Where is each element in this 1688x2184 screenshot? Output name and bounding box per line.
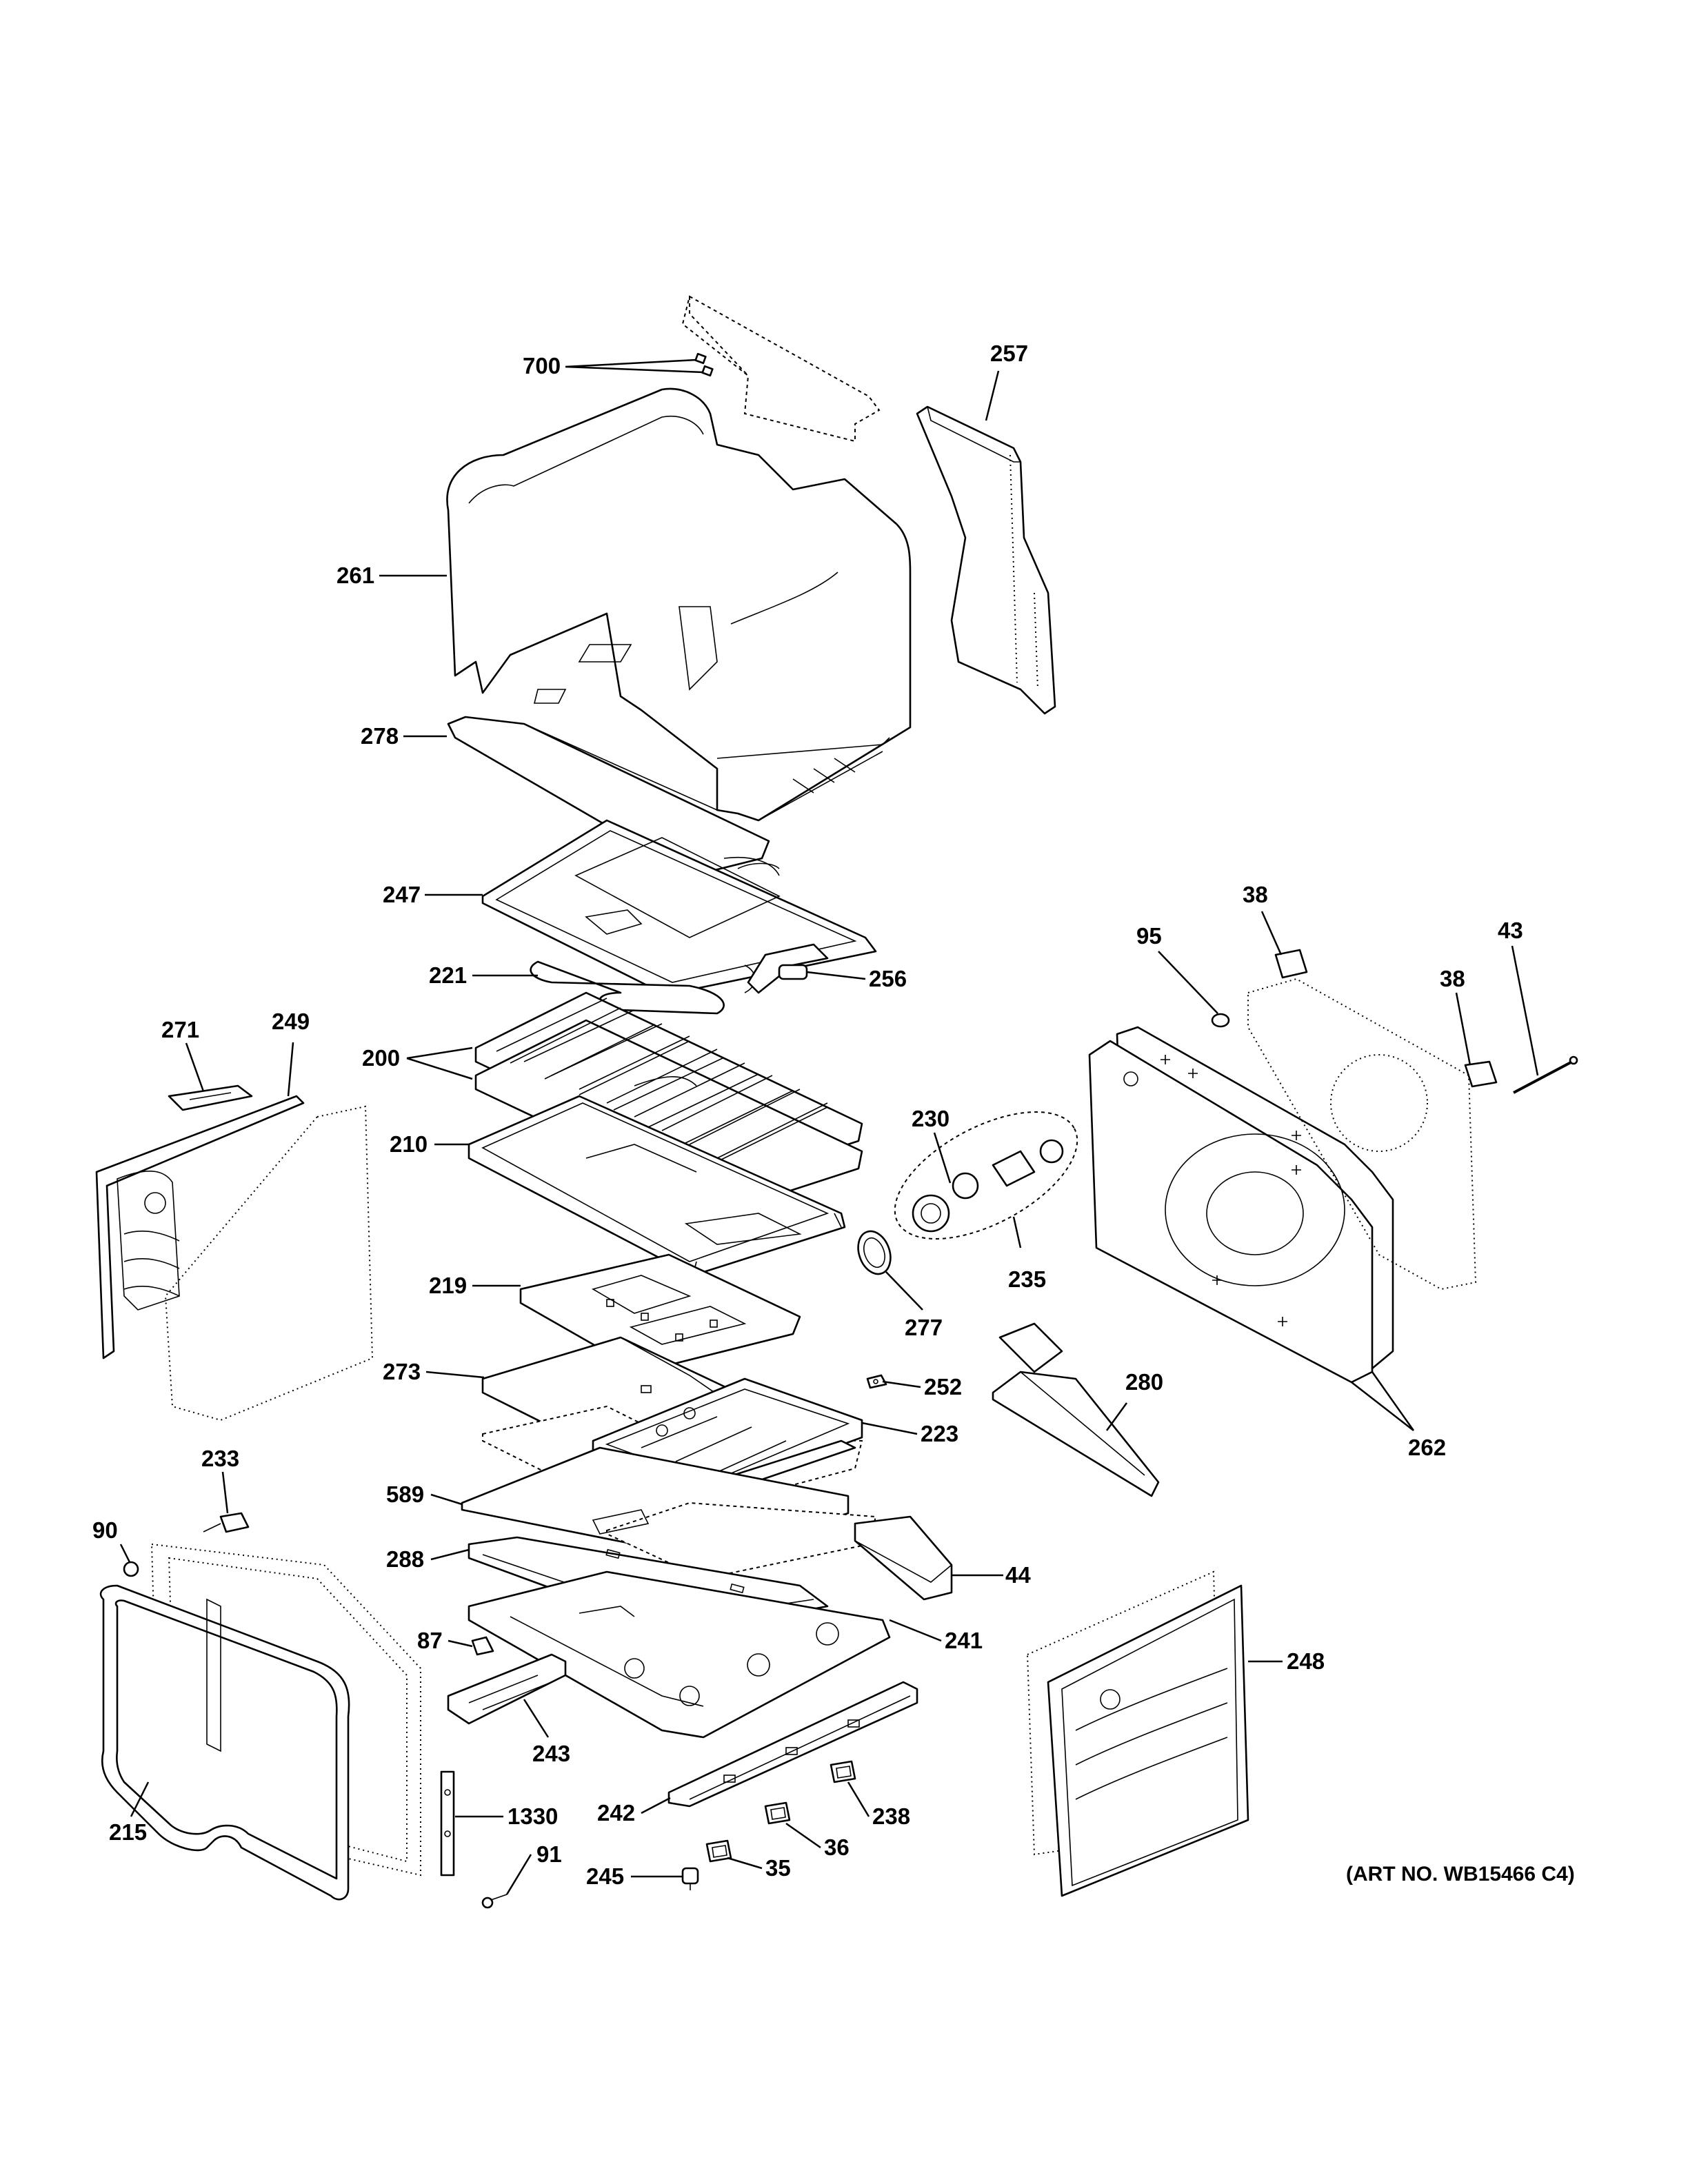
callout-210: 210 bbox=[390, 1131, 428, 1157]
callout-230: 230 bbox=[912, 1106, 950, 1131]
part-248-side-panel-right bbox=[1026, 1570, 1249, 1897]
part-589-baffle bbox=[461, 1446, 877, 1580]
part-235-light-assy bbox=[894, 1111, 1078, 1240]
callout-35: 35 bbox=[765, 1855, 791, 1881]
part-257-side-insulation bbox=[916, 405, 1056, 715]
part-rear-panel bbox=[1247, 978, 1477, 1291]
callout-38-upper: 38 bbox=[1243, 882, 1268, 907]
callout-91: 91 bbox=[536, 1841, 562, 1867]
callout-288: 288 bbox=[386, 1546, 424, 1572]
part-252-clip bbox=[866, 1374, 887, 1389]
callout-241: 241 bbox=[945, 1628, 983, 1653]
callout-215: 215 bbox=[109, 1819, 147, 1845]
part-44-block bbox=[854, 1515, 953, 1601]
part-90-knob bbox=[123, 1561, 139, 1577]
callout-90: 90 bbox=[92, 1517, 118, 1543]
callout-38-lower: 38 bbox=[1440, 966, 1465, 991]
callout-271: 271 bbox=[161, 1017, 199, 1042]
part-238-foot bbox=[830, 1760, 856, 1783]
part-280-igniter-bracket bbox=[992, 1322, 1160, 1497]
part-38-bracket-lower bbox=[1464, 1060, 1498, 1088]
part-700-vent-duct bbox=[681, 295, 881, 443]
callout-278: 278 bbox=[361, 723, 399, 749]
callout-1330: 1330 bbox=[508, 1803, 558, 1829]
part-43-sensor bbox=[1513, 1055, 1578, 1094]
part-242-slide-rail bbox=[667, 1681, 918, 1808]
part-210-rack bbox=[468, 1095, 846, 1277]
part-271-bracket bbox=[168, 1084, 253, 1111]
callout-256: 256 bbox=[869, 966, 907, 991]
callout-233: 233 bbox=[201, 1446, 239, 1471]
part-200-oven-racks bbox=[474, 991, 863, 1211]
part-95-grommet bbox=[1211, 1013, 1230, 1028]
callout-43: 43 bbox=[1498, 918, 1523, 943]
part-35-foot bbox=[705, 1839, 732, 1863]
callout-589: 589 bbox=[386, 1482, 424, 1507]
callout-262: 262 bbox=[1408, 1435, 1446, 1460]
part-38-bracket-upper bbox=[1274, 949, 1308, 979]
callout-257: 257 bbox=[990, 341, 1028, 366]
part-36-foot bbox=[764, 1801, 791, 1825]
part-278-top-plate bbox=[447, 716, 780, 877]
callout-249: 249 bbox=[272, 1009, 310, 1034]
callout-700: 700 bbox=[523, 353, 561, 378]
part-87-spacer bbox=[471, 1636, 494, 1656]
part-277-gasket bbox=[857, 1230, 892, 1275]
part-245-leveler bbox=[681, 1867, 699, 1890]
callout-277: 277 bbox=[905, 1315, 943, 1340]
art-number: (ART NO. WB15466 C4) bbox=[1346, 1863, 1575, 1885]
callout-280: 280 bbox=[1125, 1369, 1163, 1395]
part-215-door-gasket bbox=[99, 1543, 421, 1901]
callout-221: 221 bbox=[429, 962, 467, 988]
callout-235: 235 bbox=[1008, 1266, 1046, 1292]
callout-273: 273 bbox=[383, 1359, 421, 1384]
callout-223: 223 bbox=[921, 1421, 958, 1446]
part-249-side-panel-left bbox=[95, 1095, 374, 1422]
callout-252: 252 bbox=[924, 1374, 962, 1399]
part-233-sensor bbox=[203, 1512, 250, 1533]
callout-248: 248 bbox=[1287, 1648, 1325, 1674]
callout-261: 261 bbox=[336, 563, 374, 588]
callout-238: 238 bbox=[872, 1803, 910, 1829]
callout-243: 243 bbox=[532, 1741, 570, 1766]
part-261-oven-wrapper bbox=[446, 387, 912, 822]
part-243-rail bbox=[447, 1653, 567, 1725]
part-219-bottom-cover bbox=[519, 1253, 801, 1373]
callout-36: 36 bbox=[824, 1834, 850, 1860]
callout-219: 219 bbox=[429, 1273, 467, 1298]
callout-242: 242 bbox=[597, 1800, 635, 1826]
part-241-bottom-pan bbox=[468, 1570, 891, 1739]
part-262-rear-insulation bbox=[1088, 1026, 1394, 1384]
callout-44: 44 bbox=[1005, 1562, 1031, 1588]
callout-87: 87 bbox=[417, 1628, 443, 1653]
part-1330-hinge bbox=[440, 1770, 455, 1877]
part-256-bracket bbox=[747, 943, 829, 994]
part-91-screw bbox=[481, 1894, 508, 1909]
part-247-oven-top bbox=[481, 819, 877, 994]
callout-200: 200 bbox=[362, 1045, 400, 1071]
callout-245: 245 bbox=[586, 1863, 624, 1889]
callout-95: 95 bbox=[1136, 923, 1162, 949]
leader-lines bbox=[119, 358, 1539, 1895]
callout-247: 247 bbox=[383, 882, 421, 907]
